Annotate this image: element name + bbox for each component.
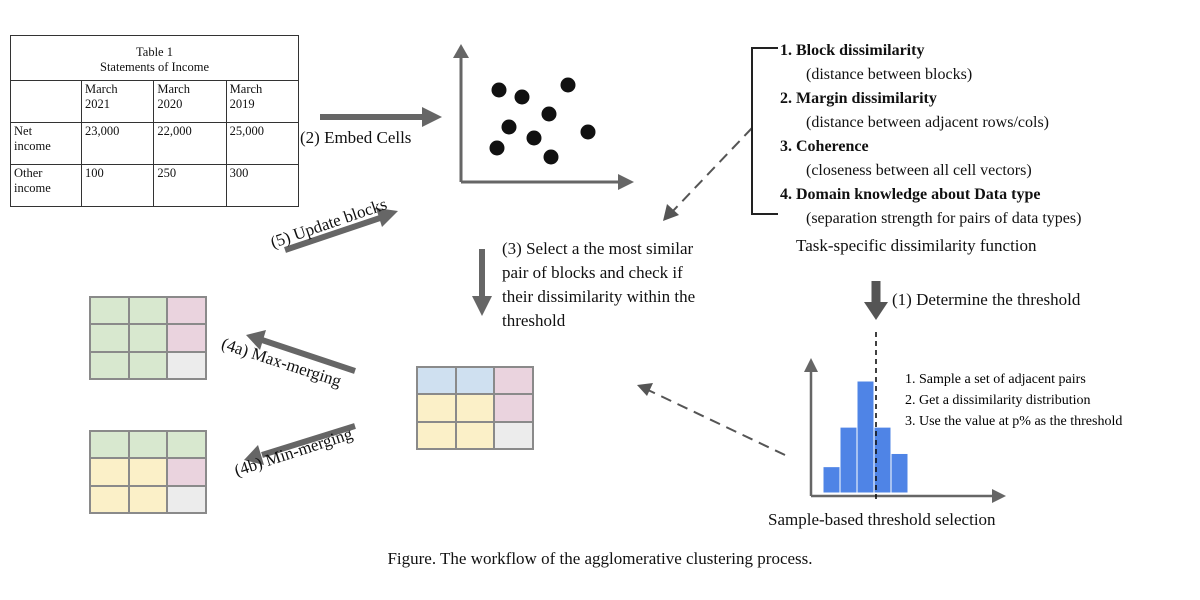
- update-arrow: [284, 208, 398, 253]
- histogram-bar: [839, 426, 858, 494]
- determine-threshold-label: (1) Determine the threshold: [892, 290, 1081, 309]
- select-arrow: [472, 249, 492, 316]
- grid-cell: [417, 421, 456, 449]
- list-bracket: [751, 47, 778, 215]
- grid-cell: [128, 324, 168, 352]
- embedding-point: [489, 140, 505, 156]
- embedding-point: [543, 149, 559, 165]
- histogram-bar: [822, 466, 841, 494]
- embedding-point: [541, 106, 557, 122]
- threshold-dashed-arrow: [637, 383, 786, 456]
- grid-cell: [494, 421, 533, 449]
- grid-cell: [128, 485, 168, 513]
- dissimilarity-item-desc: (distance between blocks): [806, 66, 973, 83]
- embed-arrow: [320, 107, 442, 127]
- grid-cell: [90, 297, 129, 325]
- grid-cell: [417, 367, 456, 395]
- grid-cell: [417, 394, 456, 422]
- histogram-bar: [856, 380, 875, 494]
- embed-cells-label: (2) Embed Cells: [300, 128, 412, 147]
- table-caption: Table 1 Statements of Income: [10, 35, 299, 81]
- grid-cell: [455, 367, 495, 395]
- cell-embedding-points: [489, 77, 596, 165]
- grid-cell: [167, 351, 206, 379]
- grid-cell: [128, 297, 168, 325]
- grid-cell: [167, 431, 206, 459]
- grid-cell: [167, 324, 206, 352]
- embedding-point: [526, 130, 542, 146]
- table-subtitle: Statements of Income: [100, 59, 209, 74]
- embedding-point: [514, 89, 530, 105]
- table-cell: 100: [80, 164, 155, 207]
- min-merged-grid: [89, 430, 207, 514]
- threshold-step: 2. Get a dissimilarity distribution: [905, 393, 1091, 408]
- threshold-caption: Sample-based threshold selection: [768, 510, 996, 529]
- dissimilarity-item-desc: (closeness between all cell vectors): [806, 162, 1032, 179]
- dissimilarity-item: 2. Margin dissimilarity: [780, 90, 937, 107]
- grid-cell: [90, 431, 129, 459]
- table-cell: 23,000: [80, 122, 155, 165]
- dissimilarity-item-desc: (separation strength for pairs of data t…: [806, 210, 1082, 227]
- grid-cell: [167, 458, 206, 486]
- table-cell: 25,000: [225, 122, 300, 165]
- embedding-point: [560, 77, 576, 93]
- grid-cell: [128, 431, 168, 459]
- threshold-step: 3. Use the value at p% as the threshold: [905, 414, 1123, 429]
- max-merged-grid: [89, 296, 207, 380]
- grid-cell: [167, 297, 206, 325]
- min-merging-arrow: [244, 423, 356, 465]
- dissimilarity-item: 3. Coherence: [780, 138, 869, 155]
- dissimilarity-dashed-arrow: [663, 127, 753, 221]
- grid-cell: [90, 485, 129, 513]
- determine-arrow: [864, 281, 888, 320]
- table-cell: 300: [225, 164, 300, 207]
- scatter-axes: [453, 44, 634, 190]
- grid-cell: [128, 458, 168, 486]
- grid-cell: [494, 367, 533, 395]
- grid-cell: [90, 324, 129, 352]
- embedding-point: [580, 124, 596, 140]
- table-cell: 250: [153, 164, 227, 207]
- table-title: Table 1: [136, 44, 173, 59]
- histogram-bar: [890, 452, 909, 494]
- grid-cell: [167, 485, 206, 513]
- center-block-grid: [416, 366, 534, 450]
- dissimilarity-item-desc: (distance between adjacent rows/cols): [806, 114, 1050, 131]
- grid-cell: [494, 394, 533, 422]
- histogram-bars: [822, 380, 909, 494]
- max-merging-arrow: [246, 330, 356, 374]
- threshold-step: 1. Sample a set of adjacent pairs: [905, 372, 1086, 387]
- histogram-axes: [804, 358, 1006, 503]
- grid-cell: [90, 458, 129, 486]
- dissimilarity-caption: Task-specific dissimilarity function: [796, 236, 1037, 255]
- grid-cell: [455, 421, 495, 449]
- embedding-point: [491, 82, 507, 98]
- dissimilarity-item: 4. Domain knowledge about Data type: [780, 186, 1041, 203]
- embedding-point: [501, 119, 517, 135]
- dissimilarity-item: 1. Block dissimilarity: [780, 42, 925, 59]
- figure-caption: Figure. The workflow of the agglomerativ…: [387, 549, 813, 568]
- grid-cell: [90, 351, 129, 379]
- grid-cell: [455, 394, 495, 422]
- grid-cell: [128, 351, 168, 379]
